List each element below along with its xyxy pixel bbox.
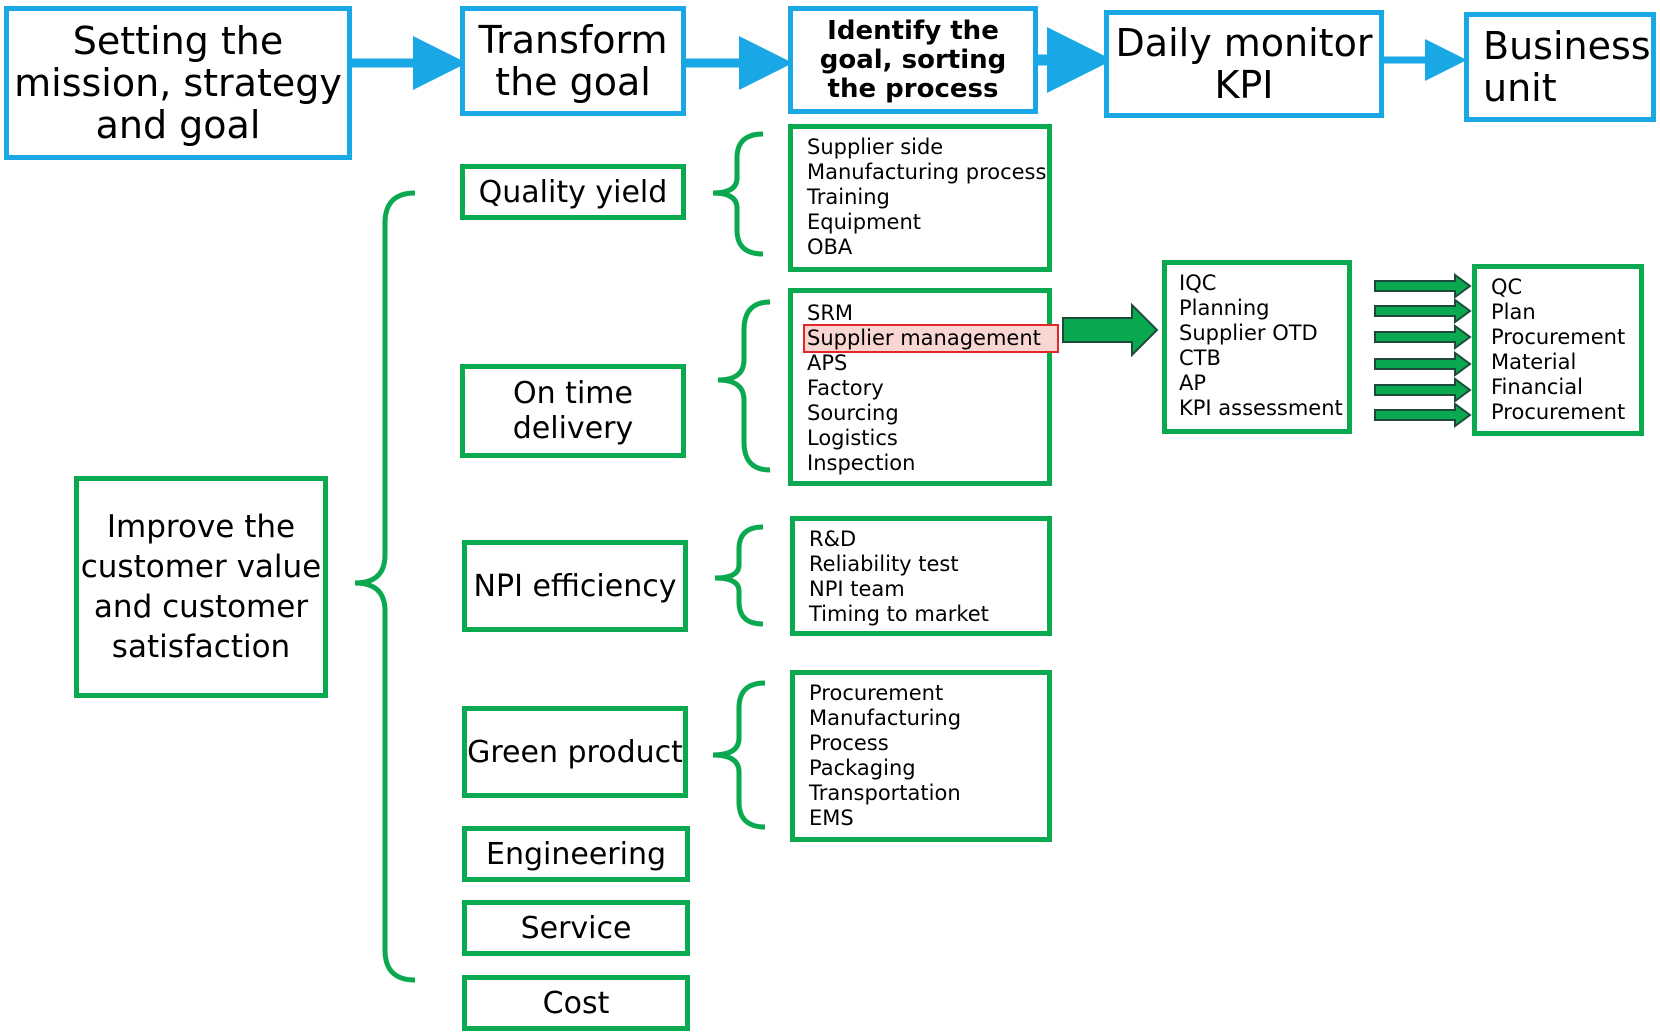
unit-arrows xyxy=(1374,273,1472,428)
category-engineering: Engineering xyxy=(462,826,690,882)
list-item: OBA xyxy=(807,235,853,259)
kpi-list: IQC Planning Supplier OTD CTB AP KPI ass… xyxy=(1162,260,1352,434)
process-list-delivery: SRM Supplier management APS Factory Sour… xyxy=(788,288,1059,486)
list-item: EMS xyxy=(809,806,854,830)
list-item: Supplier OTD xyxy=(1179,321,1318,345)
unit-arrow-3 xyxy=(1374,324,1472,350)
list-item: Equipment xyxy=(807,210,921,234)
unit-arrow-2 xyxy=(1374,298,1472,324)
list-item: SRM xyxy=(807,301,854,325)
process-list-npi: R&D Reliability test NPI team Timing to … xyxy=(790,516,1052,636)
list-item: Reliability test xyxy=(809,552,959,576)
category-npi-efficiency-label: NPI efficiency xyxy=(473,568,677,604)
header-mission-text: Setting the mission, strategy and goal xyxy=(14,19,342,147)
list-item: Material xyxy=(1491,350,1577,374)
list-item: APS xyxy=(807,351,848,375)
category-on-time-delivery-label: On time delivery xyxy=(512,376,634,446)
list-item: Sourcing xyxy=(807,401,899,425)
category-quality-yield: Quality yield xyxy=(460,164,686,220)
category-npi-efficiency: NPI efficiency xyxy=(462,540,688,632)
list-item: Packaging xyxy=(809,756,916,780)
unit-arrow-5 xyxy=(1374,377,1472,403)
header-monitor-text: Daily monitor KPI xyxy=(1115,21,1373,107)
header-identify-text: Identify the goal, sorting the process xyxy=(819,15,1007,104)
brace-green xyxy=(712,680,766,830)
header-business-text: Business unit xyxy=(1483,24,1651,110)
category-green-product-label: Green product xyxy=(467,734,683,770)
business-unit-list: QC Plan Procurement Material Financial P… xyxy=(1472,264,1644,436)
big-green-arrow xyxy=(1062,302,1159,358)
list-item: Manufacturing xyxy=(809,706,962,730)
header-mission-box: Setting the mission, strategy and goal xyxy=(4,6,352,160)
list-item: Planning xyxy=(1179,296,1270,320)
header-monitor-box: Daily monitor KPI xyxy=(1104,10,1384,118)
category-engineering-label: Engineering xyxy=(486,836,666,872)
brace-quality xyxy=(712,131,764,257)
unit-arrow-4 xyxy=(1374,351,1472,377)
unit-arrow-6 xyxy=(1374,402,1472,428)
header-transform-box: Transform the goal xyxy=(460,6,686,116)
header-identify-box: Identify the goal, sorting the process xyxy=(788,6,1038,114)
main-brace xyxy=(354,190,416,983)
category-cost-label: Cost xyxy=(542,985,610,1021)
category-service-label: Service xyxy=(520,910,632,946)
list-item: Factory xyxy=(807,376,884,400)
list-item: Financial xyxy=(1491,375,1583,399)
list-item: NPI team xyxy=(809,577,905,601)
list-item: Procurement xyxy=(1491,325,1626,349)
category-quality-yield-label: Quality yield xyxy=(478,174,668,210)
category-service: Service xyxy=(462,900,690,956)
brace-delivery xyxy=(717,299,771,473)
highlighted-list-item: Supplier management xyxy=(803,324,1059,353)
list-item: QC xyxy=(1491,275,1523,299)
list-item: Training xyxy=(807,185,890,209)
list-item: Timing to market xyxy=(809,602,989,626)
list-item: Procurement xyxy=(1491,400,1626,424)
process-list-green: Procurement Manufacturing Process Packag… xyxy=(790,670,1052,842)
unit-arrow-1 xyxy=(1374,273,1472,299)
list-item: Plan xyxy=(1491,300,1536,324)
category-on-time-delivery: On time delivery xyxy=(460,364,686,458)
list-item: IQC xyxy=(1179,271,1217,295)
list-item: Logistics xyxy=(807,426,898,450)
category-green-product: Green product xyxy=(462,706,688,798)
list-item: Process xyxy=(809,731,889,755)
list-item: Transportation xyxy=(809,781,961,805)
header-business-box: Business unit xyxy=(1464,12,1656,122)
list-item: CTB xyxy=(1179,346,1221,370)
process-list-quality: Supplier side Manufacturing process Trai… xyxy=(788,124,1052,272)
list-item: Procurement xyxy=(809,681,944,705)
objective-text: Improve the customer value and customer … xyxy=(80,509,322,665)
list-item: KPI assessment xyxy=(1179,396,1343,420)
list-item: AP xyxy=(1179,371,1207,395)
header-transform-text: Transform the goal xyxy=(478,18,668,104)
list-item: Inspection xyxy=(807,451,916,475)
brace-npi xyxy=(714,524,764,627)
list-item: R&D xyxy=(809,527,857,551)
objective-box: Improve the customer value and customer … xyxy=(74,476,328,698)
category-cost: Cost xyxy=(462,975,690,1031)
list-item: Supplier side xyxy=(807,135,944,159)
list-item: Manufacturing process xyxy=(807,160,1047,184)
